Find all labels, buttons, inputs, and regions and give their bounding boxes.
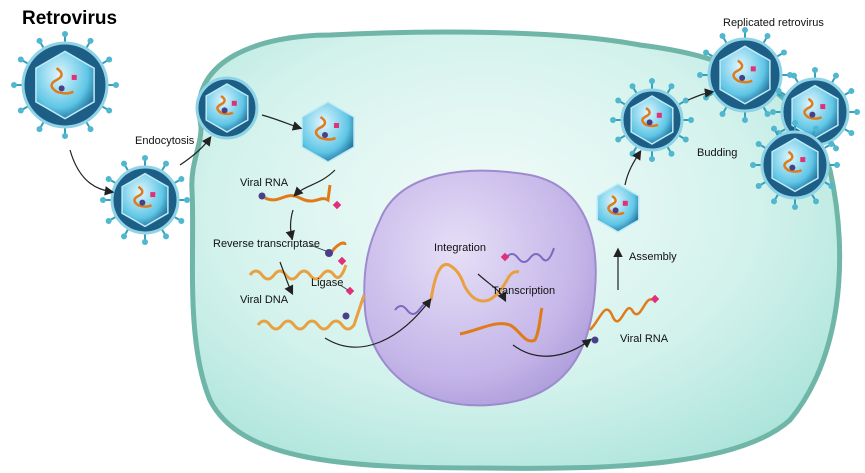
label-viral-rna-cytoplasm: Viral RNA <box>620 333 669 345</box>
label-transcription: Transcription <box>492 285 555 297</box>
label-replicated-retrovirus: Replicated retrovirus <box>723 17 824 29</box>
replicated-virus-3 <box>750 120 840 210</box>
label-viral-dna: Viral DNA <box>240 294 289 306</box>
viral-rna-strand <box>258 184 342 210</box>
viral-dna-strand <box>256 286 366 331</box>
label-integration: Integration <box>434 242 486 254</box>
capsid-icon <box>301 101 355 163</box>
label-viral-rna: Viral RNA <box>240 177 289 189</box>
retrovirus-particle <box>11 31 119 139</box>
rna-dna-hybrid-strand <box>248 241 348 281</box>
cytoplasm-viral-rna-strand <box>589 294 660 344</box>
capsid-icon <box>630 95 674 145</box>
capsid-icon <box>35 50 95 120</box>
endocytosed-virus <box>100 155 190 245</box>
label-budding: Budding <box>697 147 737 159</box>
leader-line <box>309 244 327 252</box>
capsid-icon <box>596 183 640 233</box>
capsid-icon <box>205 83 249 133</box>
uncoating-capsid <box>301 101 355 163</box>
endocytosis-vesicle-virus <box>195 76 259 140</box>
capsid-icon <box>771 137 819 193</box>
label-assembly: Assembly <box>629 251 677 263</box>
label-endocytosis: Endocytosis <box>135 135 195 147</box>
assembled-capsid <box>596 183 640 233</box>
transcribed-rna-strand <box>459 307 544 343</box>
leader-line <box>339 284 349 291</box>
process-arrows <box>69 88 715 357</box>
nucleus <box>363 169 597 407</box>
diagram-title: Retrovirus <box>22 8 117 29</box>
capsid-icon <box>121 172 169 228</box>
replicated-virus-1 <box>697 27 793 123</box>
enzyme-icon <box>332 200 342 210</box>
budding-virus <box>610 78 694 162</box>
capsid-icon <box>719 45 771 105</box>
label-ligase: Ligase <box>311 277 343 289</box>
protein-dot <box>258 192 266 200</box>
label-reverse-transcriptase: Reverse transcriptase <box>213 238 320 250</box>
